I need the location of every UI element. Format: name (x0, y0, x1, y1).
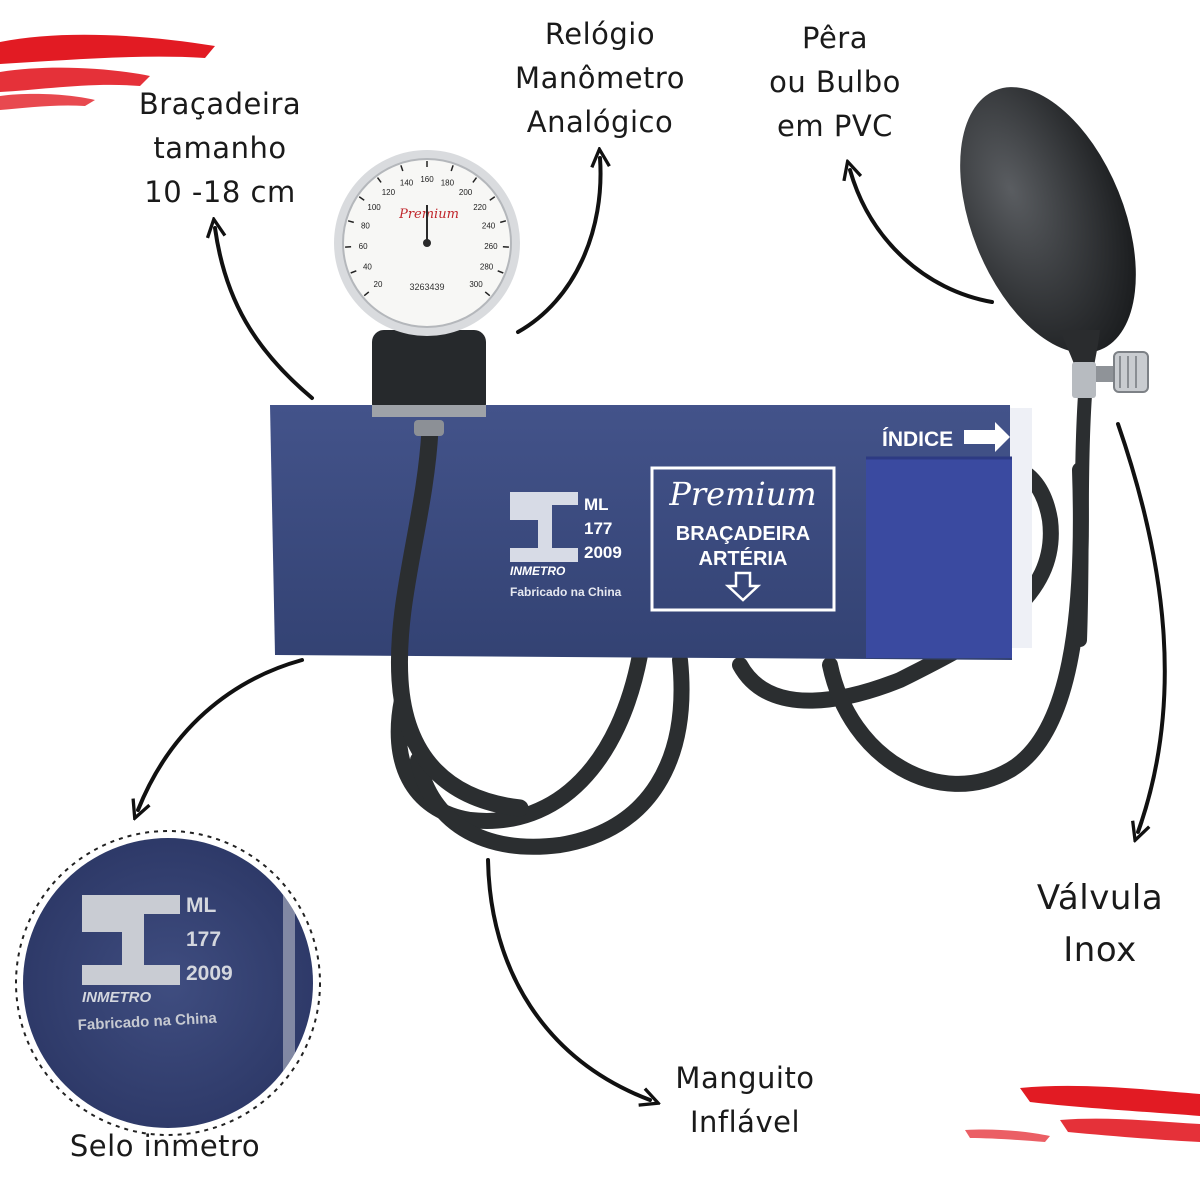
arrow-bracadeira (215, 228, 314, 400)
gauge-tick-label: 240 (482, 222, 496, 231)
zoom-code-3: 2009 (186, 962, 233, 985)
gauge-tick-label: 280 (480, 262, 494, 271)
gauge-tick (472, 177, 478, 183)
gauge-tick (376, 177, 382, 183)
zoom-seal-name: INMETRO (82, 989, 151, 1006)
gauge-tick (489, 196, 496, 201)
gauge-tick-label: 40 (363, 262, 372, 271)
label-selo: Selo inmetro (40, 1124, 290, 1168)
zoom-code-1: ML (186, 894, 216, 917)
gauge-brand: Premium (398, 207, 459, 222)
red-brush-decoration-top-left (0, 34, 215, 110)
label-relogio: Relógio Manômetro Analógico (490, 12, 710, 144)
gauge-serial: 3263439 (409, 282, 444, 292)
label-manguito-line2: Inflável (689, 1105, 801, 1139)
label-relogio-line1: Relógio (544, 17, 656, 51)
label-valvula-line2: Inox (1063, 930, 1137, 970)
down-arrow-icon (724, 571, 762, 602)
cuff-brand: Premium (668, 475, 816, 513)
made-in-text: Fabricado na China (510, 585, 622, 599)
gauge-tick-label: 60 (359, 242, 368, 251)
gauge-tick-label: 100 (367, 203, 381, 212)
arrow-manguito (486, 858, 650, 1100)
gauge-tick (400, 165, 404, 172)
label-valvula-line1: Válvula (1036, 878, 1164, 918)
inmetro-seal: ML 177 2009 INMETRO Fabricado na China (510, 492, 622, 599)
brand-box (650, 466, 836, 612)
indice-arrow-icon (964, 422, 1010, 452)
gauge-tick-label: 160 (420, 175, 434, 184)
gauge-tick (484, 291, 491, 297)
label-manguito-line1: Manguito (675, 1061, 815, 1095)
gauge-tick-label: 80 (361, 222, 370, 231)
gauge-tick-label: 120 (382, 188, 396, 197)
velcro-strip (866, 458, 1012, 658)
gauge-tick (450, 165, 454, 172)
label-bracadeira-line2: tamanho (153, 131, 287, 165)
gauge-tick (350, 270, 357, 274)
gauge-tick-label: 180 (441, 178, 455, 187)
gauge-tick (347, 220, 355, 224)
cuff-line2: ARTÉRIA (699, 547, 788, 570)
valve-body (1072, 362, 1096, 398)
zoom-code-2: 177 (186, 928, 221, 951)
rubber-tubes (390, 388, 1092, 855)
gauge-tube (390, 421, 529, 817)
arrow-relogio (516, 158, 601, 334)
label-relogio-line2: Manômetro (515, 61, 685, 95)
label-manguito: Manguito Inflável (640, 1056, 850, 1144)
valve-knob (1113, 351, 1149, 393)
gauge-tick-label: 140 (400, 178, 414, 187)
gauge-tick (497, 270, 504, 274)
gauge-tick (363, 291, 370, 297)
inmetro-zoom-circle: ML 177 2009 INMETRO Fabricado na China (15, 830, 321, 1136)
label-pera-line1: Pêra (802, 21, 868, 55)
gauge-tick-label: 220 (473, 203, 487, 212)
label-pera-line3: em PVC (777, 109, 893, 143)
label-selo-text: Selo inmetro (69, 1129, 261, 1163)
label-bracadeira-line3: 10 -18 cm (144, 175, 296, 209)
cuff-line1: BRAÇADEIRA (676, 523, 810, 545)
gauge-tick-label: 200 (459, 188, 473, 197)
seal-name: INMETRO (510, 564, 566, 578)
arrow-pera (850, 170, 994, 304)
gauge-tick (499, 220, 507, 224)
seal-code-3: 2009 (584, 543, 622, 562)
gauge-tick-label: 300 (469, 280, 483, 289)
annotation-arrows (138, 158, 1167, 1100)
label-relogio-line3: Analógico (526, 105, 674, 139)
arrow-valvula (1116, 422, 1167, 832)
gauge-tick-label: 260 (484, 242, 498, 251)
arrow-selo (138, 658, 304, 810)
gauge-tick (358, 196, 365, 201)
inflation-bulb (960, 87, 1149, 398)
red-brush-decoration-bottom-right (965, 1085, 1200, 1142)
tube-connector (414, 420, 444, 436)
seal-code-1: ML (584, 495, 609, 514)
seal-code-2: 177 (584, 519, 612, 538)
label-valvula: Válvula Inox (1010, 872, 1190, 976)
gauge-tick-label: 20 (374, 280, 383, 289)
label-pera: Pêra ou Bulbo em PVC (730, 16, 940, 148)
cuff: ÍNDICE Premium BRAÇADEIRA ARTÉRIA ML 177… (270, 405, 1032, 660)
label-bracadeira-line1: Braçadeira (138, 87, 302, 121)
label-bracadeira: Braçadeira tamanho 10 -18 cm (110, 82, 330, 214)
indice-label: ÍNDICE (882, 428, 953, 451)
label-pera-line2: ou Bulbo (769, 65, 901, 99)
